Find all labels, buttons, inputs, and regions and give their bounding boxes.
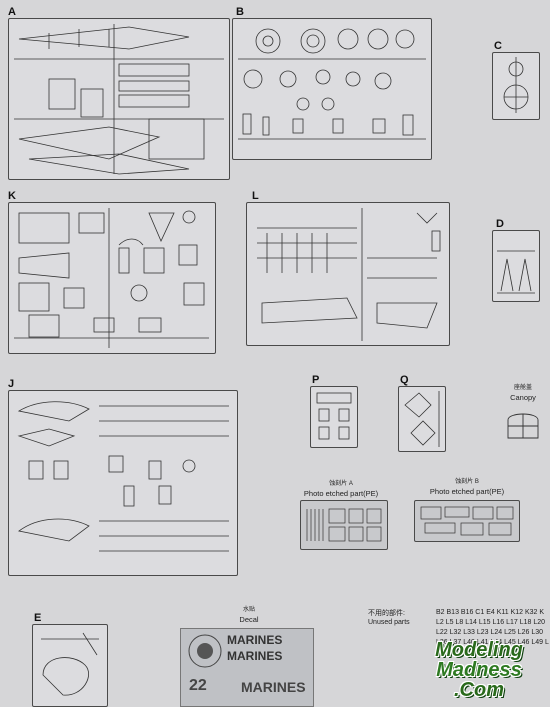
pe-a-cn: 蚀刻片 A bbox=[329, 481, 353, 487]
canopy-en: Canopy bbox=[510, 393, 536, 402]
sprue-e-label: E bbox=[34, 612, 42, 624]
sprue-p-parts bbox=[316, 392, 352, 440]
sprue-b-parts bbox=[238, 28, 426, 140]
unused-cn: 不用的部件: bbox=[368, 610, 405, 617]
pe-a-parts bbox=[306, 508, 382, 542]
unused-caption: 不用的部件: Unused parts bbox=[368, 609, 410, 627]
canopy-part bbox=[507, 413, 539, 439]
pe-b-caption: 蚀刻片 B Photo etched part(PE) bbox=[412, 478, 522, 496]
decal-caption: 水贴 Decal bbox=[214, 606, 284, 624]
sprue-k-parts bbox=[14, 208, 209, 348]
pe-a-caption: 蚀刻片 A Photo etched part(PE) bbox=[286, 480, 396, 498]
pe-b-parts bbox=[420, 506, 514, 536]
decal-eagle-emblem bbox=[188, 634, 222, 668]
sprue-d bbox=[492, 230, 540, 302]
unused-parts-list: B2 B13 B16 C1 E4 K11 K12 K32 K L2 L5 L8 … bbox=[436, 609, 549, 646]
pe-a-fret bbox=[300, 500, 388, 550]
sprue-p-label: P bbox=[312, 374, 320, 386]
canopy-cn: 座舱盖 bbox=[513, 385, 532, 391]
pe-a-en: Photo etched part(PE) bbox=[303, 489, 379, 498]
sprue-l bbox=[246, 202, 450, 346]
sprue-c-label: C bbox=[494, 40, 502, 52]
sprue-j-label: J bbox=[8, 378, 15, 390]
sprue-p bbox=[310, 386, 358, 448]
sprue-d-parts bbox=[497, 250, 535, 294]
sprue-e-parts bbox=[41, 632, 99, 696]
sprue-a-label: A bbox=[8, 6, 16, 18]
logo-line-2: Madness bbox=[436, 659, 522, 681]
sprue-d-label: D bbox=[496, 218, 504, 230]
sprue-e bbox=[32, 624, 108, 707]
decal-text-3: MARINES bbox=[241, 679, 306, 695]
logo-line-3: .Com bbox=[454, 679, 504, 701]
sprue-l-label: L bbox=[252, 190, 259, 202]
decal-cn: 水贴 bbox=[242, 607, 255, 613]
modelingmadness-logo: Modeling Madness .Com bbox=[408, 640, 550, 705]
decal-number: 22 bbox=[189, 677, 207, 694]
canopy-caption: 座舱盖 Canopy bbox=[498, 384, 548, 402]
pe-b-en: Photo etched part(PE) bbox=[429, 487, 505, 496]
pe-b-fret bbox=[414, 500, 520, 542]
sprue-q bbox=[398, 386, 446, 452]
sprue-a-parts bbox=[14, 24, 224, 175]
decal-text-2: MARINES bbox=[227, 649, 283, 663]
sprue-a bbox=[8, 18, 230, 180]
decal-en: Decal bbox=[239, 615, 259, 624]
unused-en: Unused parts bbox=[368, 619, 410, 626]
logo-line-1: Modeling bbox=[435, 639, 523, 661]
sprue-b bbox=[232, 18, 432, 160]
sprue-k-label: K bbox=[8, 190, 16, 202]
sprue-c bbox=[492, 52, 540, 120]
decal-text-1: MARINES bbox=[227, 633, 283, 647]
pe-b-cn: 蚀刻片 B bbox=[455, 479, 479, 485]
sprue-b-label: B bbox=[236, 6, 244, 18]
sprue-l-parts bbox=[257, 208, 441, 341]
sprue-k bbox=[8, 202, 216, 354]
sprue-q-parts bbox=[404, 391, 440, 447]
sprue-j bbox=[8, 390, 238, 576]
sprue-j-parts bbox=[17, 401, 229, 552]
sprue-c-parts bbox=[503, 57, 529, 113]
decal-sheet: MARINES MARINES 22 MARINES bbox=[180, 628, 314, 707]
sprue-q-label: Q bbox=[400, 374, 409, 386]
